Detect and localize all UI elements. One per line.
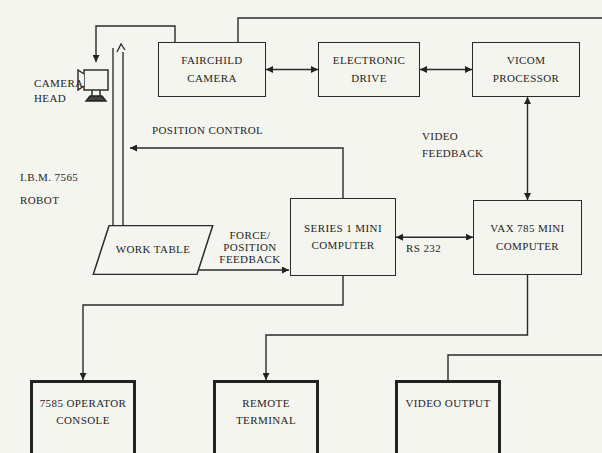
work-table: WORK TABLE bbox=[92, 225, 214, 275]
camera-head-icon bbox=[78, 70, 108, 101]
terminal-box: VIDEO OUTPUT bbox=[395, 380, 501, 453]
box-text: VICOM PROCESSOR bbox=[473, 52, 579, 86]
connector bbox=[266, 69, 318, 70]
box-text: 7585 OPERATOR CONSOLE bbox=[33, 395, 133, 429]
device-box: ELECTRONIC DRIVE bbox=[318, 42, 420, 97]
terminal-box: REMOTE TERMINAL bbox=[213, 380, 319, 453]
parallelogram-outline bbox=[93, 226, 213, 275]
signal-label: POSITION CONTROL bbox=[152, 124, 302, 138]
connector bbox=[396, 237, 473, 238]
signal-line bbox=[448, 355, 602, 380]
device-box: FAIRCHILD CAMERA bbox=[158, 42, 266, 97]
box-text: ELECTRONIC DRIVE bbox=[319, 52, 419, 86]
computer-box: SERIES 1 MINI COMPUTER bbox=[290, 198, 396, 276]
box-text: FAIRCHILD CAMERA bbox=[159, 52, 265, 86]
signal-line bbox=[238, 18, 602, 42]
connector bbox=[527, 97, 528, 200]
computer-box: VAX 785 MINI COMPUTER bbox=[473, 200, 582, 275]
box-text: WORK TABLE bbox=[112, 241, 195, 258]
box-text: VAX 785 MINI COMPUTER bbox=[474, 220, 581, 254]
processor-box: VICOM PROCESSOR bbox=[472, 42, 580, 97]
part-label: I.B.M. 7565 ROBOT bbox=[20, 166, 92, 212]
signal-line bbox=[198, 269, 289, 270]
connector bbox=[266, 275, 528, 380]
connector bbox=[83, 276, 343, 380]
terminal-box: 7585 OPERATOR CONSOLE bbox=[30, 380, 136, 453]
box-text: VIDEO OUTPUT bbox=[401, 395, 494, 412]
box-text: SERIES 1 MINI COMPUTER bbox=[291, 220, 395, 254]
robot-arm bbox=[112, 44, 125, 245]
connector-label: VIDEO FEEDBACK bbox=[420, 128, 504, 161]
connector-label: RS 232 bbox=[404, 240, 468, 257]
signal-line bbox=[130, 148, 343, 198]
connector bbox=[420, 69, 472, 70]
part-label: CAMERA HEAD bbox=[34, 76, 80, 106]
signal-label: FORCE/ POSITION FEEDBACK bbox=[212, 229, 288, 265]
box-text: REMOTE TERMINAL bbox=[216, 395, 316, 429]
